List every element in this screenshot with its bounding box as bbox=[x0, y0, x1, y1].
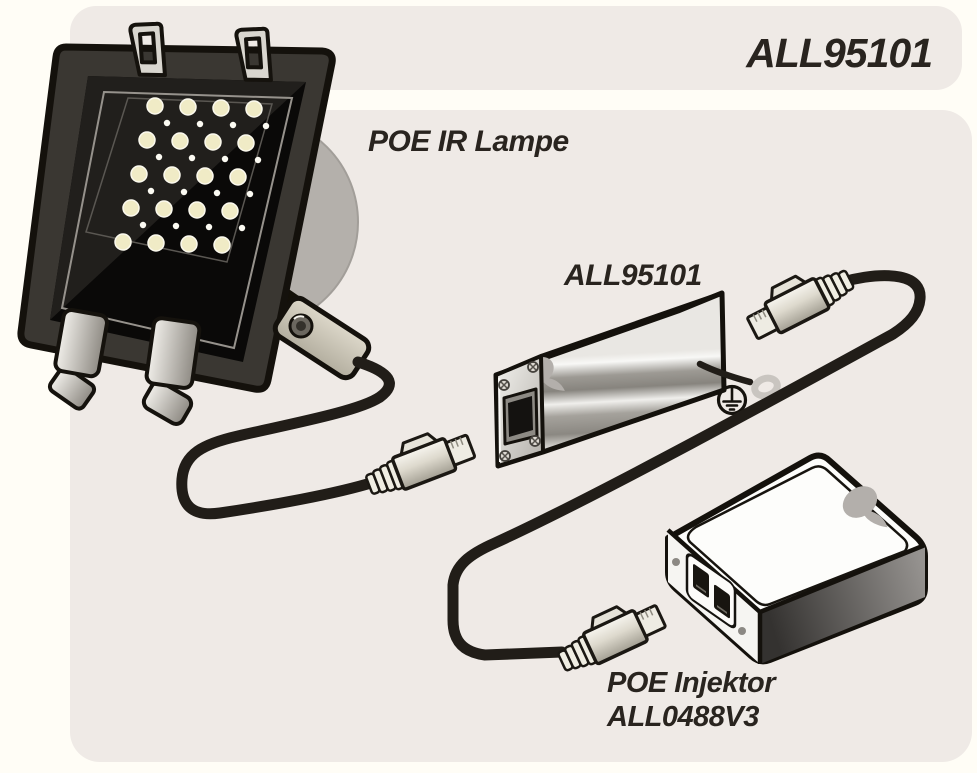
converter-front-plate bbox=[494, 354, 545, 468]
converter-label: ALL95101 bbox=[564, 259, 702, 292]
ring-terminal-icon bbox=[751, 374, 781, 400]
lamp-top-clip-left bbox=[128, 21, 167, 78]
lamp-ethernet-cable bbox=[176, 356, 395, 520]
lamp-top-clip-right bbox=[234, 26, 273, 83]
injector-port-2 bbox=[714, 584, 730, 619]
page-title: ALL95101 bbox=[746, 30, 933, 76]
lamp-led-panel bbox=[114, 97, 270, 254]
injector-label-line1: POE Injektor bbox=[607, 667, 776, 699]
injector-screw-top bbox=[672, 558, 680, 566]
injector-shaded-face bbox=[760, 545, 925, 664]
lamp-foot-left bbox=[47, 308, 109, 411]
injector-label-line2: ALL0488V3 bbox=[607, 701, 759, 733]
injector-lid-seam bbox=[686, 465, 909, 607]
rj45-plug-bottom bbox=[557, 604, 667, 672]
injector-screw-bottom bbox=[738, 627, 746, 635]
poe-injector-graphic bbox=[665, 452, 928, 665]
allnet-logo-icon bbox=[842, 486, 888, 528]
ground-wire bbox=[696, 360, 754, 386]
earth-ground-icon bbox=[716, 384, 748, 416]
injector-ethernet-cable bbox=[447, 270, 926, 661]
led-array-large bbox=[114, 97, 263, 254]
poe-converter-graphic bbox=[493, 290, 727, 469]
converter-side-face bbox=[541, 293, 724, 452]
injector-port-bezel bbox=[685, 553, 737, 629]
ir-lamp-graphic bbox=[17, 21, 372, 426]
injector-label: POE Injektor ALL0488V3 bbox=[607, 666, 776, 734]
led-array-small bbox=[139, 119, 270, 232]
lamp-label: POE IR Lampe bbox=[368, 125, 569, 158]
lamp-foot-right bbox=[141, 316, 202, 426]
rj45-plug-top-right bbox=[746, 269, 855, 340]
rj45-plug-left bbox=[365, 432, 477, 495]
injector-port-1 bbox=[693, 564, 709, 598]
